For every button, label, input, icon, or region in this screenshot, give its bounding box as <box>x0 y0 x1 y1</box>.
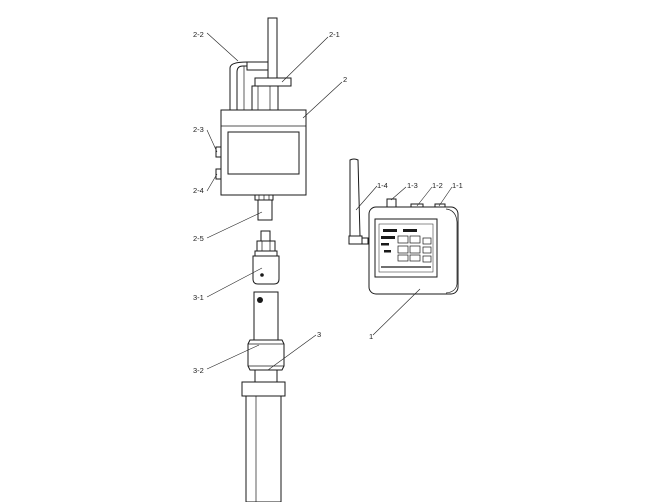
top-button-1-3 <box>386 198 397 208</box>
label-2-3: 2-3 <box>193 125 204 134</box>
label-1-1: 1-1 <box>452 181 463 190</box>
label-2-1: 2-1 <box>329 30 340 39</box>
hook-clamp <box>229 17 292 111</box>
pole-adapter <box>252 230 280 285</box>
label-1-4: 1-4 <box>377 181 388 190</box>
label-1-2: 1-2 <box>432 181 443 190</box>
callout-labels: 2-2 2-1 2 2-3 2-4 2-5 3-1 3-2 3 1-4 1-3 … <box>193 30 463 375</box>
label-3-2: 3-2 <box>193 366 204 375</box>
label-1-3: 1-3 <box>407 181 418 190</box>
sensor-housing <box>215 109 307 201</box>
label-2-2: 2-2 <box>193 30 204 39</box>
leader-lines <box>206 32 453 371</box>
label-3: 3 <box>317 330 321 339</box>
antenna <box>349 158 361 237</box>
bottom-connector <box>257 199 273 221</box>
label-2-4: 2-4 <box>193 186 204 195</box>
label-2-5: 2-5 <box>193 234 204 243</box>
receiver-unit <box>348 158 459 295</box>
side-port <box>215 168 222 180</box>
label-1: 1 <box>369 332 373 341</box>
label-3-1: 3-1 <box>193 293 204 302</box>
label-2: 2 <box>343 75 347 84</box>
telescopic-pole <box>241 291 286 502</box>
side-switch <box>215 146 222 158</box>
